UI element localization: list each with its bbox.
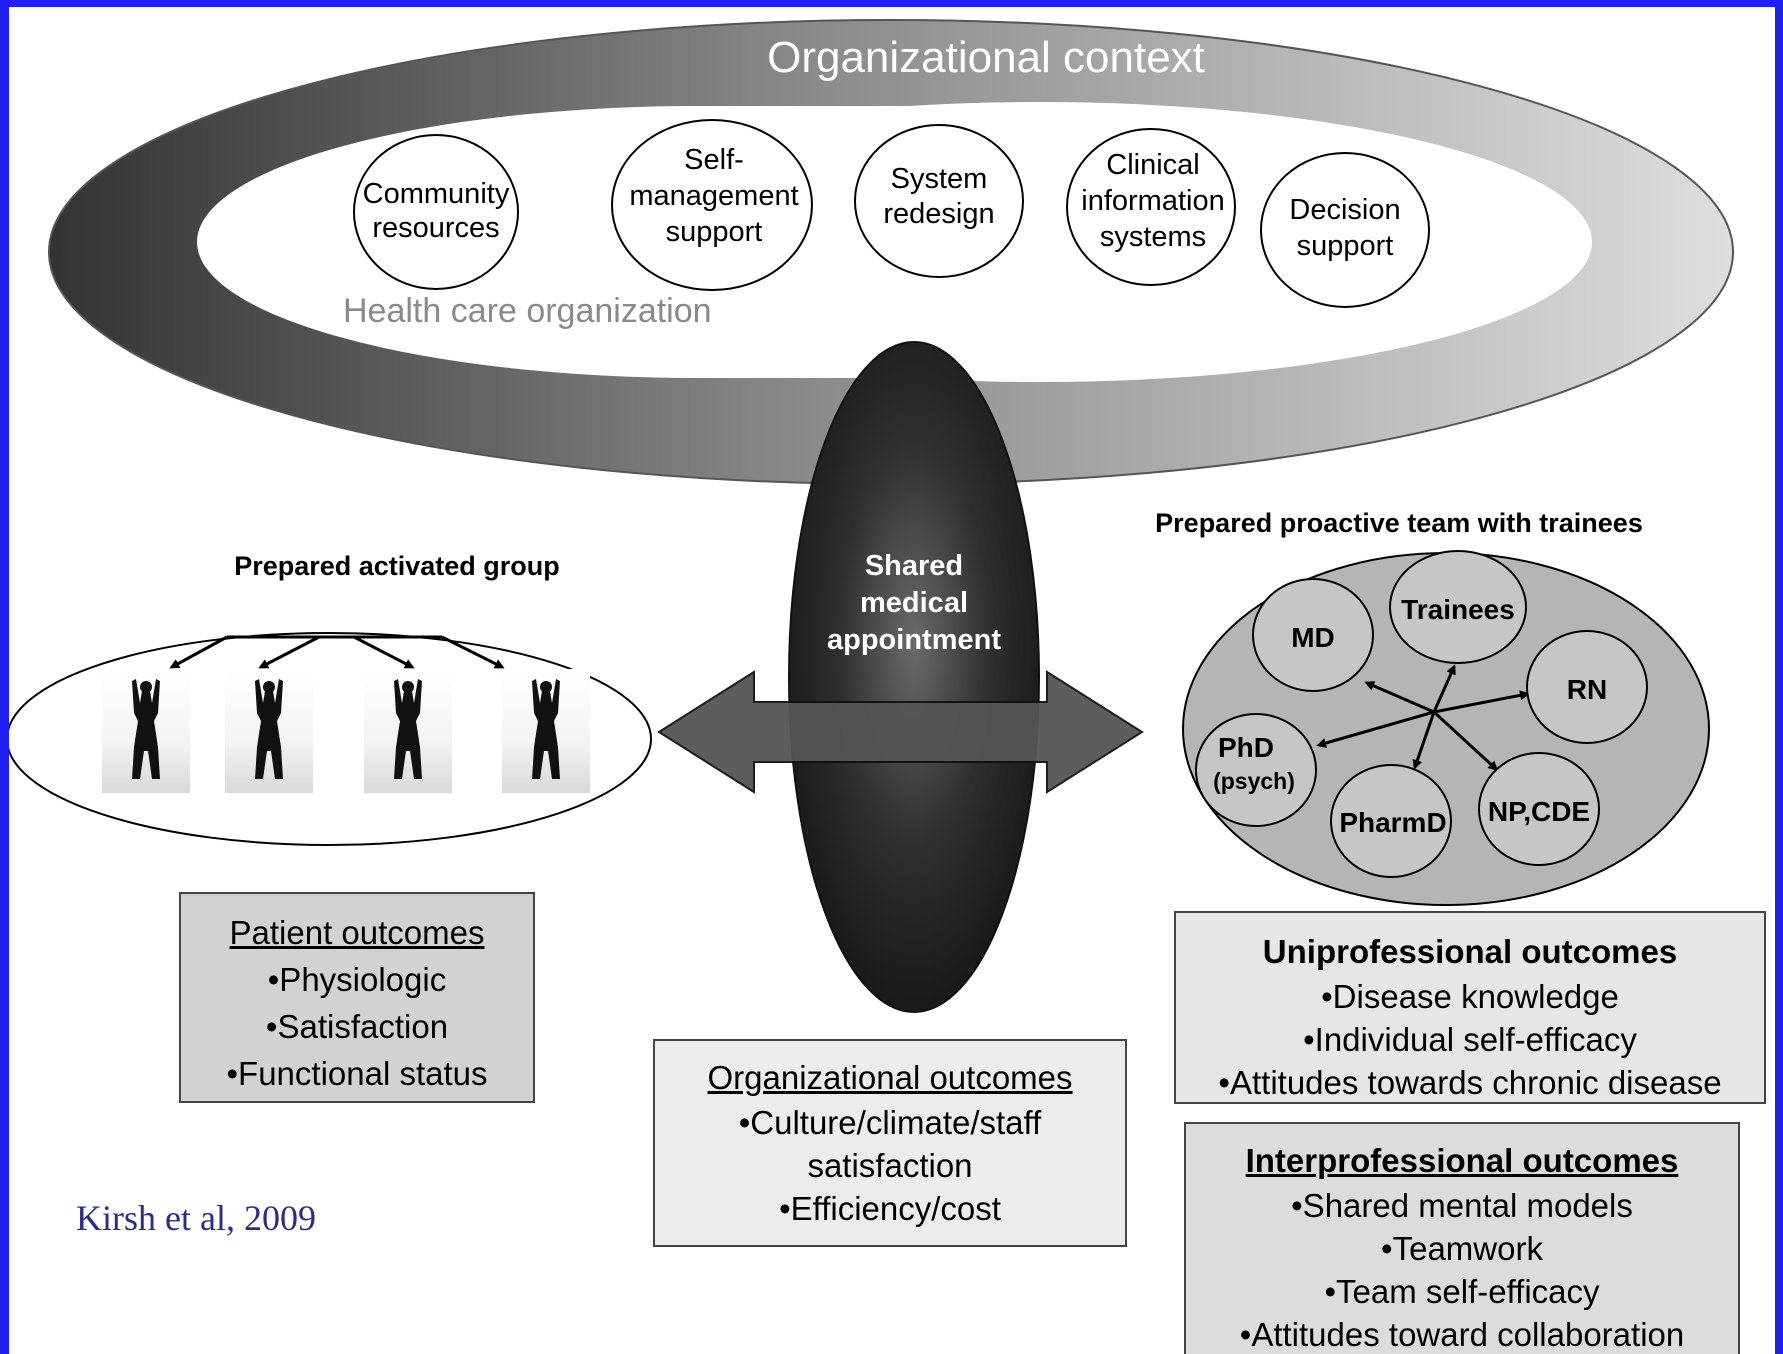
component-line: support [666,216,763,248]
team-member-sublabel: (psych) [1213,768,1295,794]
team-member-pharmd: PharmD [1330,764,1452,878]
component-line: redesign [883,198,994,230]
team-member-np-cde: NP,CDE [1478,752,1600,866]
person-arms-raised-icon [225,669,313,793]
patient-outcome-item: •Physiologic [267,961,447,998]
person-arms-raised-icon [102,669,190,793]
component-system-redesign: System redesign [854,124,1024,278]
team-member-label: PharmD [1339,807,1446,838]
team-title: Prepared proactive team with trainees [1155,508,1643,538]
center-label-line: appointment [827,624,1001,656]
team-member-label: RN [1567,674,1607,705]
team-member-rn: RN [1526,630,1648,744]
component-clinical-information-systems: Clinical information systems [1066,128,1236,286]
person-arms-raised-icon [502,669,590,793]
component-line: System [891,163,988,195]
component-line: management [629,180,798,212]
group-arrows [169,635,505,669]
team-arrows [1316,664,1530,772]
team-member-trainees: Trainees [1389,550,1527,664]
component-line: systems [1100,221,1206,253]
patient-outcome-item: •Functional status [226,1055,488,1092]
organizational-outcome-item: satisfaction [807,1147,973,1184]
center-label-line: Shared [865,550,963,582]
double-arrow-icon [657,670,1144,794]
component-line: Clinical [1106,149,1199,181]
interprofessional-outcome-item: •Attitudes toward collaboration [1239,1316,1685,1353]
patient-outcome-item: •Satisfaction [265,1008,449,1045]
health-care-org-label: Health care organization [343,292,712,330]
diagram-canvas: Organizational context Health care organ… [9,7,1775,1354]
center-label-line: medical [860,587,968,619]
group-title: Prepared activated group [234,551,560,581]
team-member-label: NP,CDE [1488,796,1590,827]
person-arms-raised-icon [364,669,452,793]
diagram-svg: Organizational context Health care organ… [9,19,1734,1013]
interprofessional-outcomes-title: Interprofessional outcomes [1245,1142,1679,1179]
citation: Kirsh et al, 2009 [76,1198,316,1238]
uniprofessional-outcomes-title: Uniprofessional outcomes [1262,933,1678,970]
team-member-md: MD [1252,578,1374,692]
interprofessional-outcome-item: •Teamwork [1381,1230,1543,1267]
patient-outcomes-title: Patient outcomes [229,914,485,951]
component-line: information [1081,185,1224,217]
team-member-label: MD [1291,622,1335,653]
patient-outcomes-box: Patient outcomes •Physiologic •Satisfact… [179,892,535,1103]
component-line: Self- [684,144,744,176]
component-self-management-support: Self- management support [611,119,813,291]
team-member-label: Trainees [1401,594,1515,625]
component-decision-support: Decision support [1260,152,1430,308]
org-context-title: Organizational context [767,33,1205,82]
component-community-resources: Community resources [353,134,519,290]
shared-medical-appointment-oval [788,341,1040,1013]
component-line: Community [363,178,510,210]
interprofessional-outcomes-box: Interprofessional outcomes •Shared menta… [1184,1122,1740,1354]
interprofessional-outcome-item: •Team self-efficacy [1324,1273,1600,1310]
uniprofessional-outcomes-box: Uniprofessional outcomes •Disease knowle… [1174,911,1766,1104]
uniprofessional-outcome-item: •Attitudes towards chronic disease [1218,1064,1722,1101]
team-member-phd: PhD (psych) [1195,713,1317,827]
component-line: Decision [1289,194,1400,226]
organizational-outcomes-title: Organizational outcomes [707,1059,1073,1096]
uniprofessional-outcome-item: •Individual self-efficacy [1303,1021,1637,1058]
component-line: support [1297,230,1394,262]
organizational-outcome-item: •Culture/climate/staff [738,1104,1042,1141]
organizational-outcomes-box: Organizational outcomes •Culture/climate… [653,1039,1127,1247]
uniprofessional-outcome-item: •Disease knowledge [1321,978,1619,1015]
team-member-label: PhD [1218,732,1274,763]
interprofessional-outcome-item: •Shared mental models [1291,1187,1633,1224]
organizational-outcome-item: •Efficiency/cost [779,1190,1001,1227]
component-line: resources [372,212,499,244]
